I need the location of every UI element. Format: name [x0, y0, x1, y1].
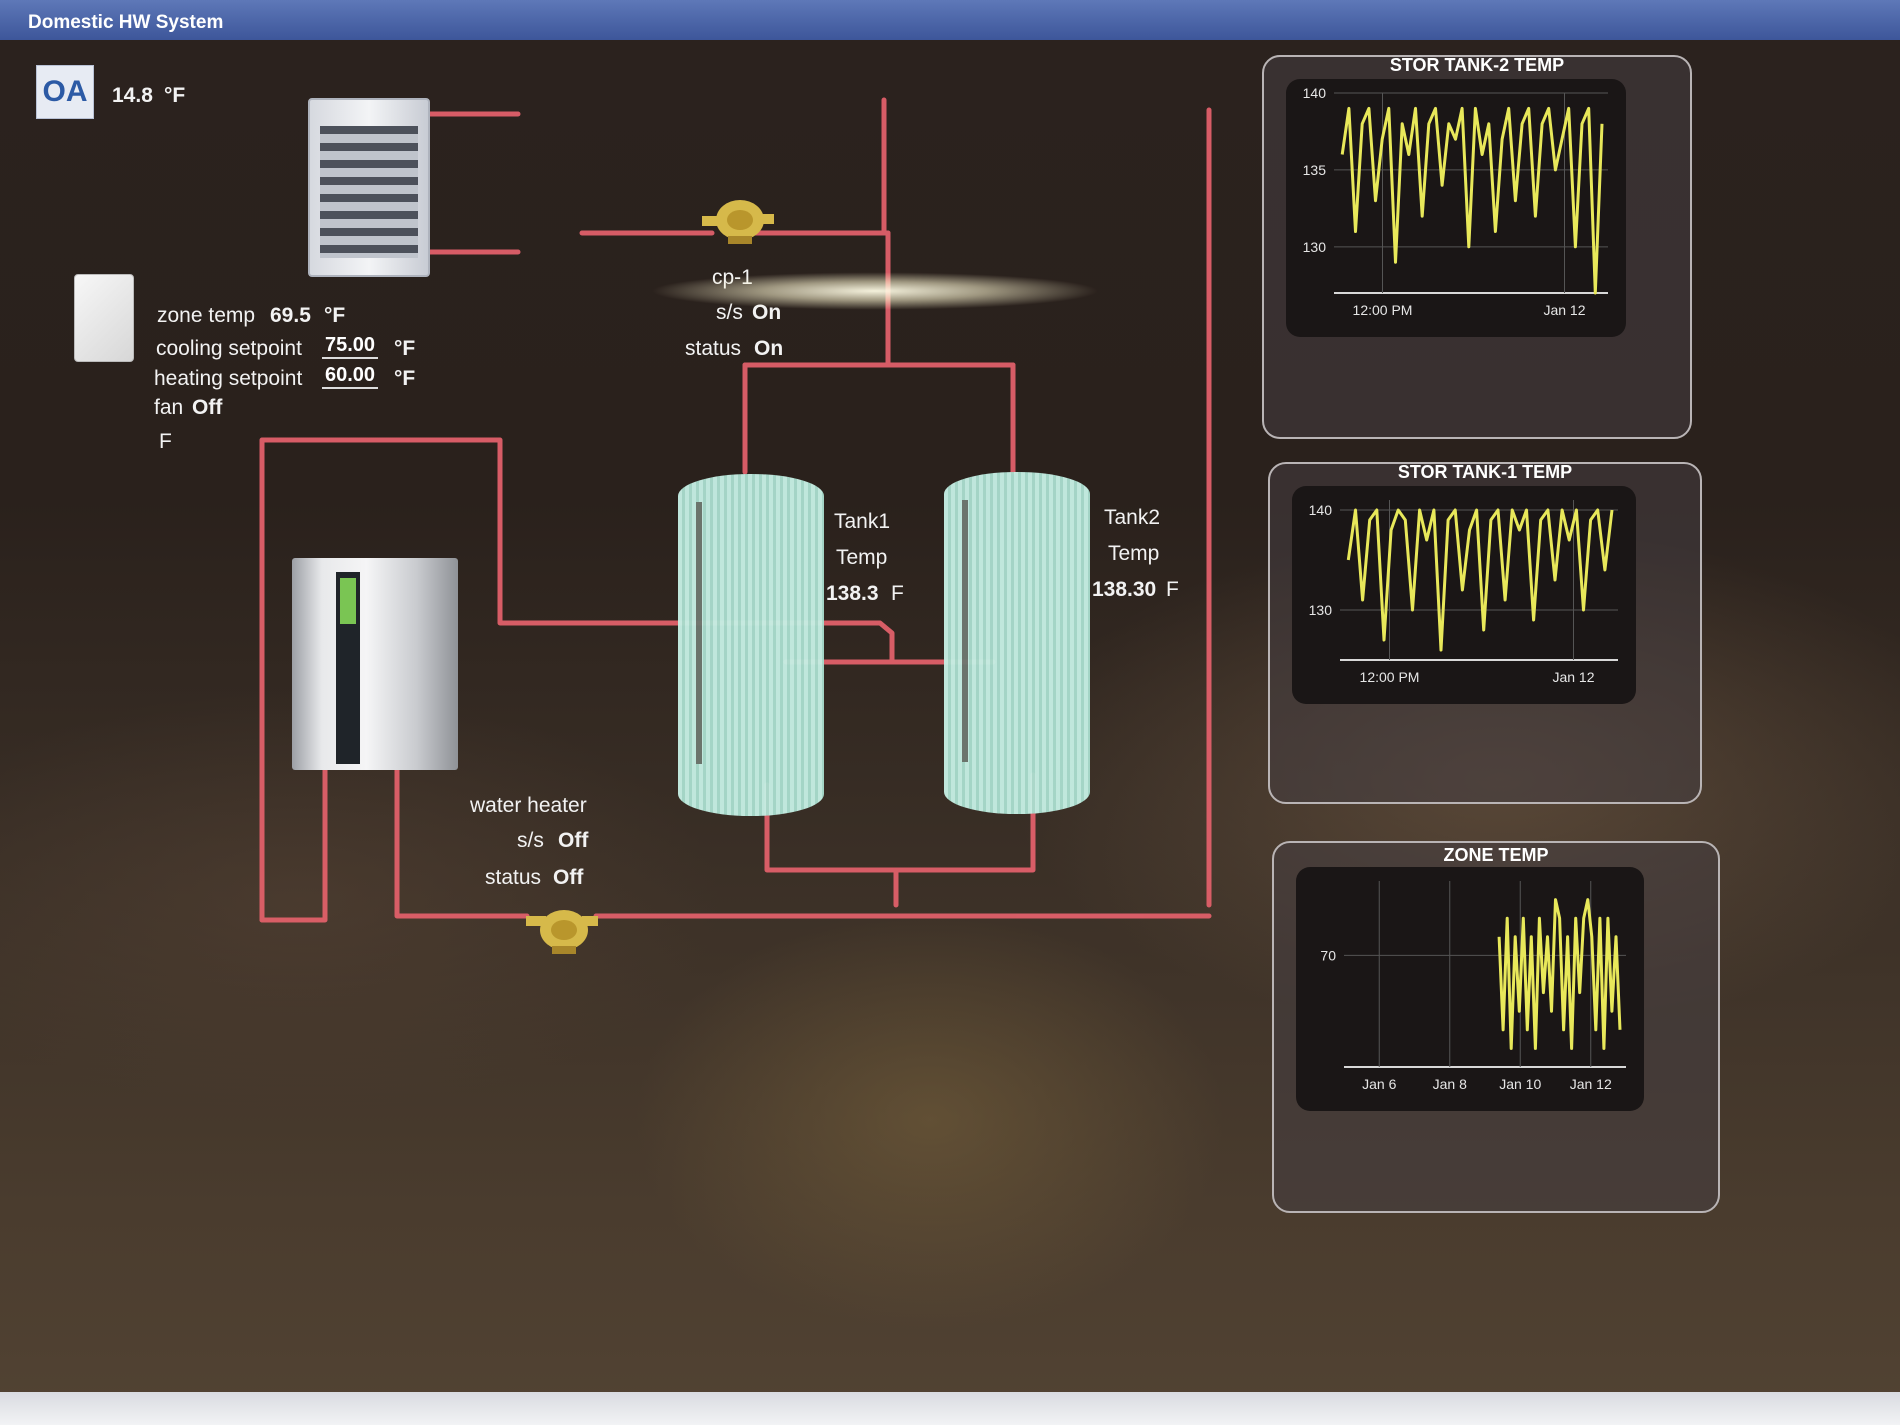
y-tick-label: 130 [1309, 602, 1333, 618]
fan-label: fan [154, 396, 184, 419]
heating-setpoint-label: heating setpoint [154, 367, 303, 390]
x-tick-label: Jan 12 [1570, 1076, 1612, 1092]
pump-cp1-ss-label: s/s [716, 301, 743, 324]
tank2-temp-value: 138.30 [1092, 578, 1157, 601]
water-heater-ss-label: s/s [517, 829, 544, 852]
pump-cp1-status-value: On [754, 337, 784, 360]
unit-heater-grille [320, 126, 418, 258]
thermostat-icon[interactable] [74, 274, 134, 362]
tank1-temp-unit: F [891, 582, 904, 605]
zone-temp-value: 69.5 [270, 304, 311, 327]
outside-air-icon[interactable]: OA [36, 65, 94, 119]
stray-unit-label: F [159, 430, 172, 453]
heating-setpoint-input[interactable]: 60.00 [322, 364, 379, 389]
water-heater-display [340, 578, 356, 624]
outside-air-value: 14.8 [112, 84, 153, 107]
trend-series-line [1497, 898, 1622, 1050]
water-heater-name: water heater [470, 794, 587, 817]
chart-title-tank1: STOR TANK-1 TEMP [1397, 462, 1573, 482]
title-bar: Domestic HW System [0, 0, 1900, 40]
trend-series-line [1340, 106, 1604, 295]
tank1-dip-tube [696, 502, 702, 764]
pump-cp1-status-label: status [685, 337, 742, 360]
x-tick-label: 12:00 PM [1353, 302, 1413, 318]
pump-cp1-name: cp-1 [712, 266, 753, 289]
zone-temp-unit: °F [324, 304, 346, 327]
tank2-dip-tube [962, 500, 968, 762]
x-tick-label: 12:00 PM [1360, 669, 1420, 685]
x-tick-label: Jan 12 [1552, 669, 1594, 685]
cooling-setpoint-label: cooling setpoint [156, 337, 302, 360]
tank2-icon[interactable] [944, 472, 1090, 814]
unit-heater-icon[interactable] [308, 98, 430, 277]
tank2-temp-unit: F [1166, 578, 1179, 601]
y-tick-label: 140 [1303, 85, 1327, 101]
x-tick-label: Jan 6 [1362, 1076, 1396, 1092]
chart-area-tank1[interactable]: 140 130 12:00 PM Jan 12 [1292, 486, 1636, 704]
y-tick-label: 130 [1303, 239, 1327, 255]
water-heater-status-label: status [485, 866, 542, 889]
water-heater-icon[interactable] [292, 558, 458, 770]
outside-air-label: OA [42, 75, 88, 108]
tank1-temp-label: Temp [836, 546, 888, 569]
tank2-temp-label: Temp [1108, 542, 1160, 565]
water-heater-pump-icon[interactable] [524, 906, 600, 956]
cooling-setpoint-unit: °F [394, 337, 416, 360]
trend-chart-tank2: 140 135 130 12:00 PM Jan 12 [1303, 85, 1608, 318]
tank1-name: Tank1 [834, 510, 891, 533]
chart-title-zone: ZONE TEMP [1443, 845, 1549, 865]
window-title: Domestic HW System [28, 12, 224, 33]
monitor-bezel [0, 1392, 1900, 1425]
x-tick-label: Jan 12 [1543, 302, 1585, 318]
pump-cp1-ss-value[interactable]: On [752, 301, 782, 324]
chart-title-tank2: STOR TANK-2 TEMP [1389, 55, 1565, 75]
tank1-temp-value: 138.3 [826, 582, 879, 605]
chart-panel-tank2: STOR TANK-2 TEMP 140 135 130 12:00 PM Jan 12 [1262, 55, 1692, 439]
pump-cp1-icon[interactable] [700, 196, 776, 246]
zone-temp-label: zone temp [157, 304, 256, 327]
tank1-icon[interactable] [678, 474, 824, 816]
x-tick-label: Jan 10 [1499, 1076, 1541, 1092]
y-tick-label: 135 [1303, 162, 1327, 178]
heating-setpoint-unit: °F [394, 367, 416, 390]
water-heater-ss-value[interactable]: Off [558, 829, 589, 852]
tank2-name: Tank2 [1104, 506, 1161, 529]
cooling-setpoint-input[interactable]: 75.00 [322, 334, 379, 359]
x-tick-label: Jan 8 [1433, 1076, 1467, 1092]
chart-panel-tank1: STOR TANK-1 TEMP 140 130 12:00 PM Jan 12 [1268, 462, 1702, 804]
fan-status-value[interactable]: Off [192, 396, 223, 419]
trend-chart-tank1: 140 130 12:00 PM Jan 12 [1309, 500, 1618, 685]
chart-area-tank2[interactable]: 140 135 130 12:00 PM Jan 12 [1286, 79, 1626, 337]
trend-series-line [1346, 508, 1614, 652]
y-tick-label: 70 [1320, 947, 1336, 963]
water-heater-status-value: Off [553, 866, 584, 889]
outside-air-unit: °F [164, 84, 186, 107]
y-tick-label: 140 [1309, 502, 1333, 518]
